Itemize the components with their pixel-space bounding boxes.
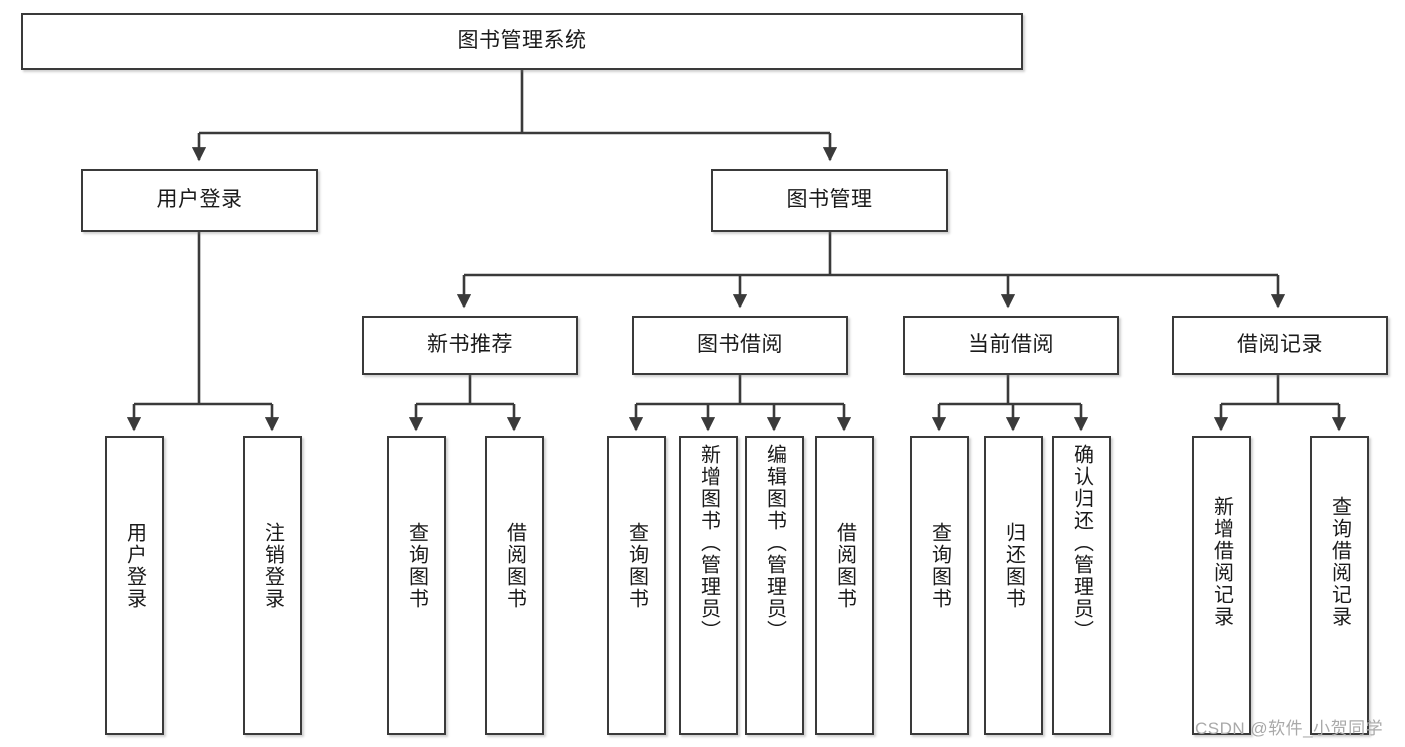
node-user-login[interactable]: 用户登录	[81, 169, 318, 232]
node-book-manage-label: 图书管理	[786, 188, 873, 212]
node-leaf-edit-book[interactable]: 编辑图书（管理员）	[745, 436, 804, 735]
node-leaf-user-login-label: 用户登录	[123, 522, 146, 610]
node-leaf-query-book-2-label: 查询图书	[625, 522, 648, 610]
node-leaf-add-record[interactable]: 新增借阅记录	[1192, 436, 1251, 735]
node-leaf-return-book[interactable]: 归还图书	[984, 436, 1043, 735]
node-leaf-confirm-return[interactable]: 确认归还（管理员）	[1052, 436, 1111, 735]
node-current-borrow-label: 当前借阅	[968, 333, 1054, 357]
node-leaf-borrow-book-2[interactable]: 借阅图书	[815, 436, 874, 735]
node-leaf-query-record[interactable]: 查询借阅记录	[1310, 436, 1369, 735]
node-book-borrow[interactable]: 图书借阅	[632, 316, 848, 375]
node-leaf-user-logout[interactable]: 注销登录	[243, 436, 302, 735]
node-leaf-add-record-label: 新增借阅记录	[1210, 496, 1233, 628]
node-new-book-recommend-label: 新书推荐	[427, 333, 513, 357]
node-leaf-query-record-label: 查询借阅记录	[1328, 496, 1351, 628]
node-leaf-borrow-book-2-label: 借阅图书	[833, 522, 856, 610]
node-leaf-borrow-book-1-label: 借阅图书	[503, 522, 526, 610]
node-root-label: 图书管理系统	[457, 29, 587, 53]
csdn-watermark: CSDN @软件_小贺同学	[1195, 719, 1384, 738]
node-new-book-recommend[interactable]: 新书推荐	[362, 316, 578, 375]
node-current-borrow[interactable]: 当前借阅	[903, 316, 1119, 375]
node-borrow-record-label: 借阅记录	[1237, 333, 1323, 357]
node-leaf-user-login[interactable]: 用户登录	[105, 436, 164, 735]
node-leaf-query-book-3-label: 查询图书	[928, 522, 951, 610]
node-leaf-query-book-2[interactable]: 查询图书	[607, 436, 666, 735]
node-leaf-query-book-1[interactable]: 查询图书	[387, 436, 446, 735]
node-book-manage[interactable]: 图书管理	[711, 169, 948, 232]
node-leaf-add-book[interactable]: 新增图书（管理员）	[679, 436, 738, 735]
node-leaf-add-book-label: 新增图书（管理员）	[697, 444, 720, 642]
node-leaf-borrow-book-1[interactable]: 借阅图书	[485, 436, 544, 735]
node-borrow-record[interactable]: 借阅记录	[1172, 316, 1388, 375]
node-book-borrow-label: 图书借阅	[697, 333, 783, 357]
node-leaf-edit-book-label: 编辑图书（管理员）	[763, 444, 786, 642]
node-user-login-label: 用户登录	[156, 188, 243, 212]
node-leaf-return-book-label: 归还图书	[1002, 522, 1025, 610]
node-leaf-user-logout-label: 注销登录	[261, 522, 284, 610]
node-leaf-query-book-3[interactable]: 查询图书	[910, 436, 969, 735]
node-root[interactable]: 图书管理系统	[21, 13, 1023, 70]
node-leaf-confirm-return-label: 确认归还（管理员）	[1070, 444, 1093, 642]
node-leaf-query-book-1-label: 查询图书	[405, 522, 428, 610]
